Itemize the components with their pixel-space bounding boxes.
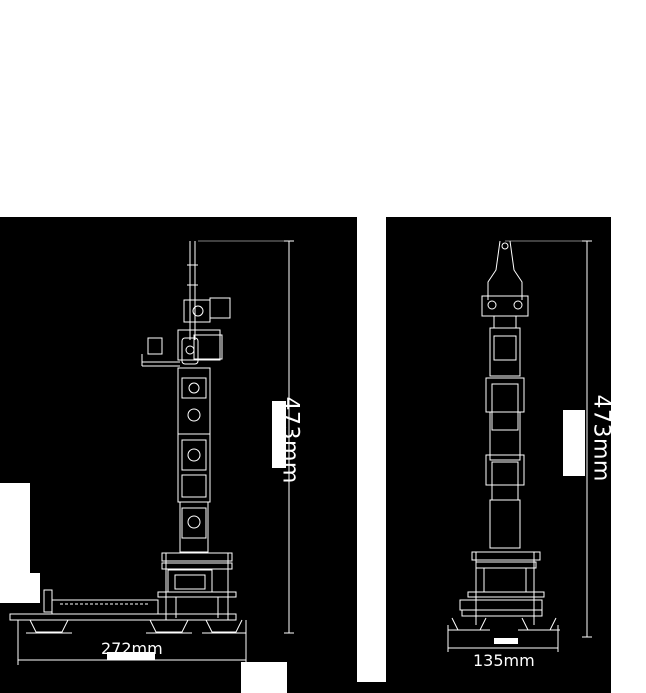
front-width-label-box [494, 638, 518, 644]
bottom-strip-2 [357, 682, 387, 693]
side-view-notch-2 [0, 573, 40, 603]
front-height-label-box [563, 410, 585, 476]
side-height-label-box [272, 401, 286, 468]
front-view-arm [447, 240, 592, 652]
bottom-gap [241, 662, 289, 693]
front-width-label: 135mm [473, 651, 535, 670]
side-view-notch [0, 483, 30, 573]
front-height-label: 473mm [588, 394, 614, 482]
side-height-label: 473mm [277, 396, 303, 484]
side-view-arm [9, 240, 294, 665]
bottom-strip [287, 662, 357, 693]
side-width-label: 272mm [101, 639, 163, 658]
side-width-label-box [107, 652, 155, 660]
